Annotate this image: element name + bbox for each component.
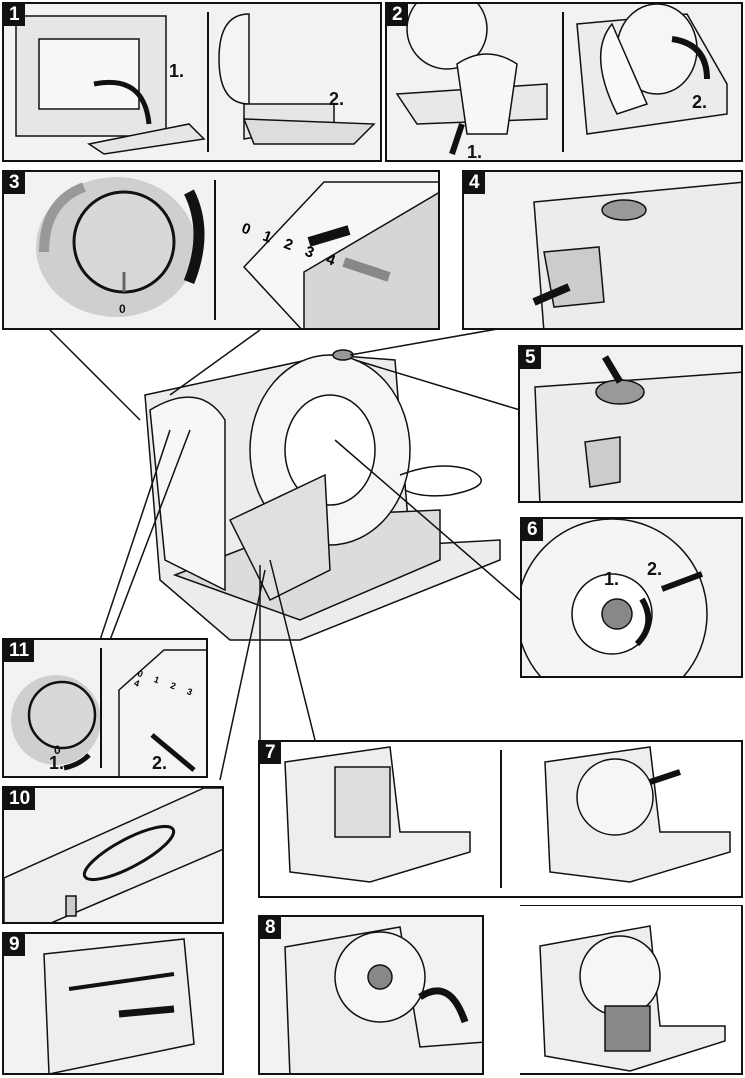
panel-4: 4 xyxy=(462,170,743,330)
panel-number: 3 xyxy=(4,172,25,194)
step-label: 1. xyxy=(49,753,64,774)
panel-2: 2 1. 2. xyxy=(385,2,743,162)
cord-storage-illustration xyxy=(4,788,224,924)
step-label: 1. xyxy=(169,61,184,82)
divider xyxy=(500,750,502,888)
divider xyxy=(562,12,564,152)
base-plate-illustration xyxy=(4,4,382,162)
panel-11: 11 0 0 1 2 3 4 1. 2. xyxy=(2,638,208,778)
panel-number: 9 xyxy=(4,934,25,956)
panel-number: 5 xyxy=(520,347,541,369)
blade-reinstall-illustration xyxy=(260,917,484,1075)
panel-10: 10 xyxy=(2,786,224,924)
step-label: 2. xyxy=(692,92,707,113)
panel-9: 9 xyxy=(2,932,224,1075)
panel-8: 8 xyxy=(258,915,484,1075)
panel-number: 7 xyxy=(260,742,281,764)
panel-number: 10 xyxy=(4,788,35,810)
step-label: 2. xyxy=(647,559,662,580)
panel-7: 7 xyxy=(258,740,743,898)
food-slicing-illustration xyxy=(520,906,743,1075)
panel-1: 1 1. 2. xyxy=(2,2,382,162)
panel-number: 6 xyxy=(522,519,543,541)
step-label: 2. xyxy=(152,753,167,774)
carriage-attach-illustration xyxy=(387,4,743,162)
divider xyxy=(100,648,102,768)
panel-number: 11 xyxy=(4,640,34,662)
panel-3: 3 0 0 1 2 3 4 xyxy=(2,170,440,330)
slicing-steps-illustration xyxy=(260,742,743,898)
dial-reset-illustration xyxy=(4,640,208,778)
step-label: 2. xyxy=(329,89,344,110)
divider xyxy=(214,180,216,320)
panel-number: 8 xyxy=(260,917,281,939)
panel-number: 1 xyxy=(4,4,25,26)
power-button-illustration xyxy=(520,347,743,503)
blade-removal-illustration xyxy=(522,519,743,678)
panel-6: 6 1. 2. xyxy=(520,517,743,678)
dial-zero-mark: 0 xyxy=(119,302,126,316)
panel-5: 5 xyxy=(518,345,743,503)
panel-number: 4 xyxy=(464,172,485,194)
step-label: 1. xyxy=(467,142,482,162)
panel-number: 2 xyxy=(387,4,408,26)
thickness-dial-illustration xyxy=(4,172,440,330)
divider xyxy=(207,12,209,152)
safety-lock-illustration xyxy=(464,172,743,330)
panel-7-continued xyxy=(520,905,743,1075)
folding-storage-illustration xyxy=(4,934,224,1075)
step-label: 1. xyxy=(604,569,619,590)
